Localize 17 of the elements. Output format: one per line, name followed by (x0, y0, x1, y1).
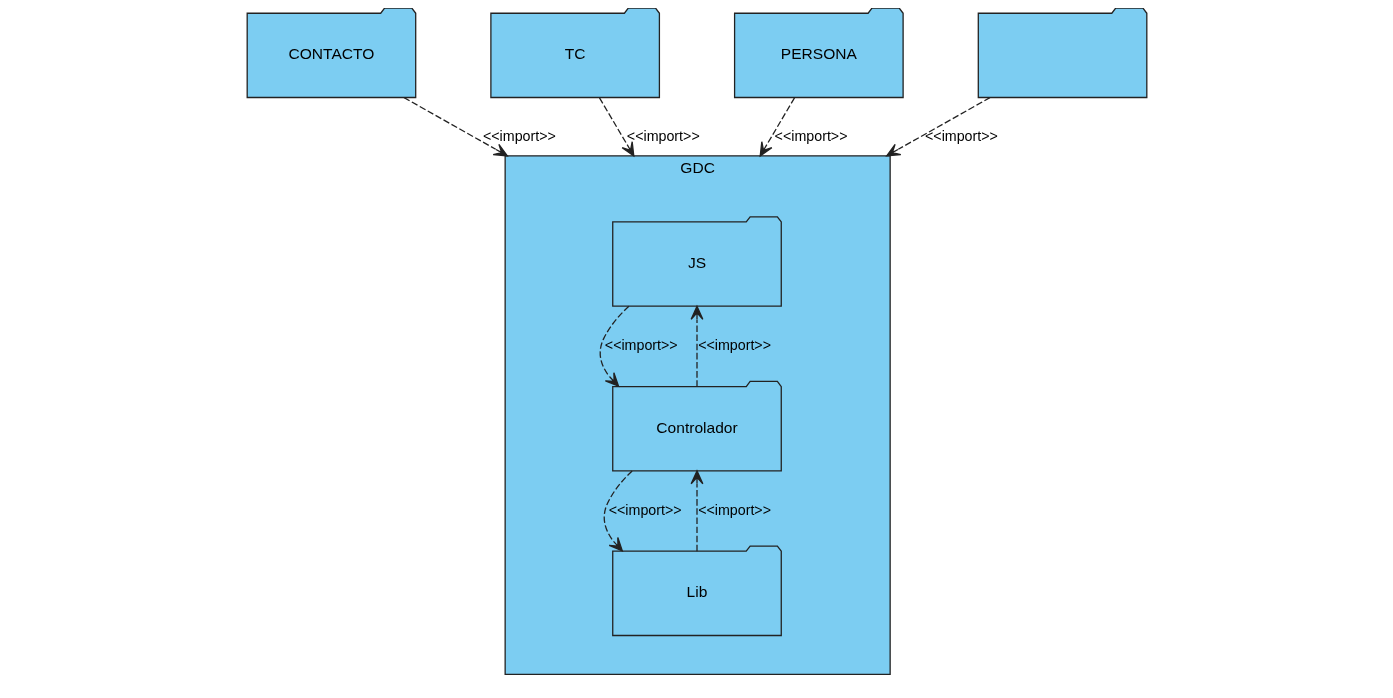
edge-label: <<import>> (697, 501, 771, 518)
edge-label: <<import>> (697, 337, 771, 354)
edge-label: <<import>> (604, 337, 678, 354)
arrow (690, 305, 703, 388)
edge-label: <<import>> (482, 128, 556, 145)
arrow (603, 470, 633, 552)
node-folder (977, 8, 1147, 99)
edge-label: <<import>> (626, 128, 700, 145)
edge-label: <<import>> (774, 128, 848, 145)
arrow (885, 97, 991, 157)
arrow (598, 97, 634, 157)
edge-label: <<import>> (608, 501, 682, 518)
arrow (690, 470, 703, 552)
arrow (402, 97, 508, 157)
edge-label: <<import>> (924, 128, 998, 145)
arrow (599, 305, 630, 387)
arrow (759, 97, 795, 157)
